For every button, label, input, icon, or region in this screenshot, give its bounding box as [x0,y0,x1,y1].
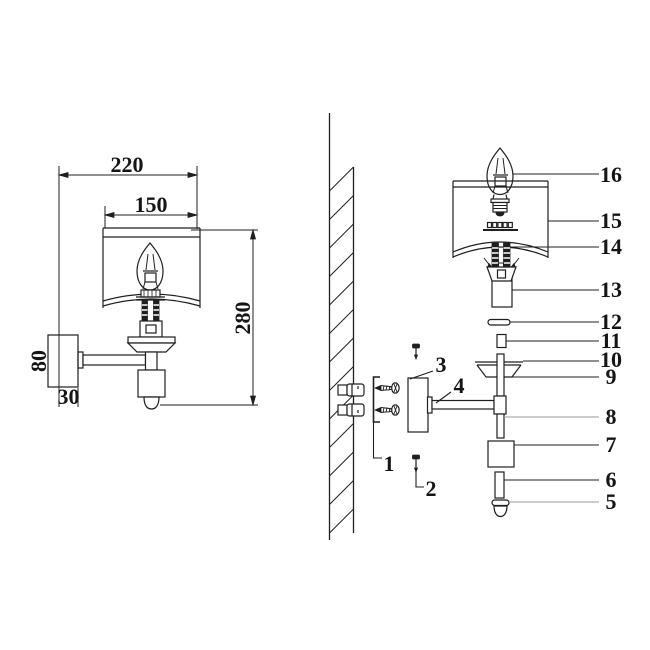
mounting-screw-top [373,382,400,394]
shade-front [102,227,201,308]
center-block [493,395,507,415]
leader-2 [415,470,424,488]
part-label-12: 12 [600,309,622,334]
hatch-line [329,252,354,277]
dim-shade-width [103,206,199,228]
arrowhead [187,171,199,179]
part-label-16: 16 [600,162,622,187]
part-label-4: 4 [454,373,465,398]
dim-overall-width [57,166,199,407]
shade-gallery [483,221,518,231]
rod-part-9 [496,353,505,397]
wall-hatch [329,166,354,534]
leader-lines [372,173,599,503]
hatch-line [329,480,354,505]
arrowhead [103,211,115,219]
part-label-14: 14 [600,234,622,259]
hatch-line [329,166,354,192]
candle-holder-front [136,289,165,338]
front-view: 220 150 280 80 30 [26,152,258,410]
hatch-line [329,280,354,306]
hatch-line [329,508,354,534]
part-label-9: 9 [606,364,617,389]
part-label-1: 1 [384,451,395,476]
hatch-line [329,451,354,477]
arm-part-4 [426,396,495,414]
leader-3 [409,370,434,380]
leader-1 [372,422,382,459]
dim-label-shade-width: 150 [135,192,168,217]
part-label-5: 5 [606,489,617,514]
mounting-screw-bottom [373,404,400,416]
hatch-line [329,223,354,249]
arrowhead [187,211,199,219]
tube-part-6 [494,471,505,499]
part-label-6: 6 [606,467,617,492]
dim-overall-height [160,228,258,407]
spacer-part-11 [496,333,507,349]
part-labels: 1 2 3 4 5 6 7 8 9 10 11 12 13 14 15 16 [384,162,623,514]
part-label-11: 11 [601,328,622,353]
switch-box-front [137,369,166,398]
wall-section [328,113,355,540]
hatch-line [329,337,354,363]
part-label-3: 3 [436,352,447,377]
arrowhead [249,228,257,240]
part-label-7: 7 [606,432,617,457]
end-cap-front [143,396,160,410]
wall-plate-front [47,334,79,388]
screw-part-2-top [412,343,420,361]
hatch-line [329,309,354,334]
part-label-8: 8 [606,404,617,429]
shade-holder-cup-front [126,336,177,353]
pin-part-12 [487,318,511,326]
screw-part-2-bottom [412,454,420,474]
anchor-bottom [337,403,365,417]
socket-part-13 [483,257,520,308]
arrowhead [57,171,69,179]
dim-label-backplate-width: 30 [58,384,80,409]
wall-anchors-part-1 [337,376,400,423]
cap-part-5 [491,499,510,518]
anchor-top [337,383,365,397]
dim-label-overall-height: 280 [230,302,255,335]
part-label-2: 2 [426,476,437,501]
bulb-part-16 [486,147,514,217]
rod-part-8 [496,413,505,439]
part-label-13: 13 [600,277,622,302]
part-label-15: 15 [600,208,622,233]
dim-label-backplate-height: 80 [26,350,51,372]
hatch-line [329,366,354,391]
hatch-line [329,195,354,220]
hatch-line [329,423,354,448]
part-label-10: 10 [600,347,622,372]
exploded-view [337,147,549,518]
stem-front [144,351,158,371]
shade-part-15 [452,180,549,258]
backplate-part-3 [407,377,429,433]
box-part-7 [487,440,515,468]
bracket [372,376,380,423]
wall-arm-front [77,351,147,369]
arrowhead [249,395,257,407]
dim-label-overall-width: 220 [111,152,144,177]
bulb-front [136,242,164,291]
leader-4 [435,391,452,404]
